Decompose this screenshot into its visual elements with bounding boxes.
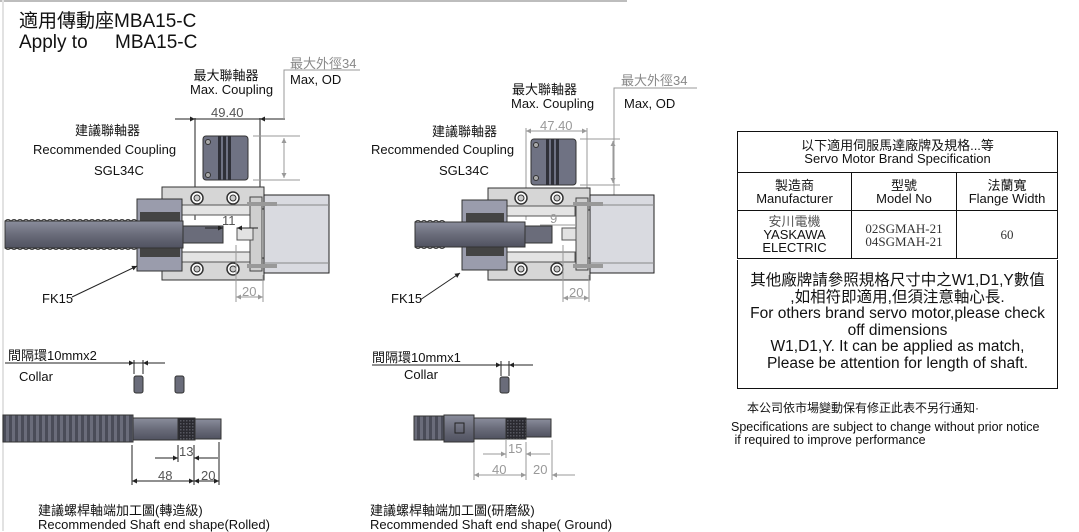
- rolled-thread-dim: 13: [179, 444, 194, 459]
- spec-table-header-row: 以下適用伺服馬達廠牌及規格...等 Servo Motor Brand Spec…: [737, 131, 1058, 173]
- column-header-model: 型號 Model No: [851, 172, 957, 211]
- ground-max-coupling-en: Max. Coupling: [511, 96, 595, 111]
- ground-collar-zh: 間隔環10mmx1: [372, 350, 461, 365]
- note-en-line1: For others brand servo motor,please chec…: [750, 305, 1045, 322]
- column-flange-zh: 法蘭寬: [987, 177, 1027, 193]
- footer-notice-zh: 本公司依市場變動保有修正此表不另行通知·: [747, 401, 979, 415]
- ground-max-coupling-zh: 最大聯軸器: [512, 82, 578, 97]
- ground-recommended-model: SGL34C: [439, 163, 489, 178]
- ground-recommended-en: Recommended Coupling: [371, 142, 515, 157]
- rolled-collar-zh: 間隔環10mmx2: [8, 348, 97, 363]
- ground-shaft-drawing: [372, 361, 575, 480]
- rolled-assembly-drawing: [4, 69, 360, 302]
- ground-length-dim: 40: [492, 462, 507, 477]
- spec-header-zh: 以下適用伺服馬達廠牌及規格...等: [801, 138, 994, 153]
- spec-table-header: 以下適用伺服馬達廠牌及規格...等 Servo Motor Brand Spec…: [737, 131, 1058, 173]
- cell-flange-width: 60: [956, 210, 1058, 259]
- column-model-zh: 型號: [890, 177, 917, 193]
- ground-bearing-label: FK15: [391, 291, 423, 306]
- servo-spec-table: 以下適用伺服馬達廠牌及規格...等 Servo Motor Brand Spec…: [737, 131, 1058, 259]
- note-en-line3: W1,D1,Y. It can be applied as match,: [770, 338, 1025, 355]
- page-title-en-prefix: Apply to: [19, 32, 88, 53]
- rolled-coupling-length-dim: 49.40: [211, 105, 244, 120]
- column-header-flange: 法蘭寬 Flange Width: [956, 172, 1058, 211]
- note-en-line2: off dimensions: [847, 321, 948, 339]
- rolled-recommended-en: Recommended Coupling: [33, 142, 177, 157]
- ground-collar-en: Collar: [404, 367, 438, 382]
- ground-coupling-length-dim: 47.40: [540, 118, 573, 133]
- ground-thread-dim: 15: [508, 441, 523, 456]
- ground-flange-dim: 20: [569, 285, 584, 300]
- column-header-manufacturer: 製造商 Manufacturer: [737, 172, 852, 211]
- ground-caption-en: Recommended Shaft end shape( Ground): [370, 517, 613, 532]
- cell-model: 02SGMAH-21 04SGMAH-21: [851, 210, 957, 259]
- column-model-en: Model No: [876, 190, 932, 206]
- rolled-bearing-label: FK15: [42, 291, 74, 306]
- frame-top-border: [0, 0, 627, 2]
- table-row: 安川電機 YASKAWA ELECTRIC 02SGMAH-21 04SGMAH…: [737, 210, 1058, 259]
- rolled-recommended-zh: 建議聯軸器: [75, 123, 141, 138]
- manufacturer-en-line2: ELECTRIC: [762, 240, 827, 255]
- frame-left-border: [2, 0, 4, 531]
- rolled-max-od-zh: 最大外徑34: [290, 56, 357, 71]
- cell-manufacturer: 安川電機 YASKAWA ELECTRIC: [737, 210, 852, 259]
- spec-table-column-row: 製造商 Manufacturer 型號 Model No 法蘭寬 Flange …: [737, 172, 1058, 211]
- rolled-collar-en: Collar: [19, 369, 53, 384]
- spec-header-en: Servo Motor Brand Specification: [804, 151, 991, 166]
- ground-max-od-en: Max, OD: [624, 96, 676, 111]
- ground-caption-zh: 建議螺桿軸端加工圖(研磨級): [370, 503, 535, 518]
- footer-notice-en-line2: if required to improve performance: [731, 433, 926, 447]
- rolled-caption-en: Recommended Shaft end shape(Rolled): [38, 517, 270, 532]
- footer-notice-en: Specifications are subject to change wit…: [731, 421, 1040, 447]
- rolled-max-coupling-zh: 最大聯軸器: [193, 68, 259, 83]
- rolled-end-dim: 20: [201, 468, 216, 483]
- column-manufacturer-en: Manufacturer: [756, 190, 833, 206]
- rolled-gap-dim: 11: [222, 213, 236, 228]
- ground-end-dim: 20: [533, 462, 548, 477]
- rolled-max-coupling-en: Max. Coupling: [190, 82, 274, 97]
- column-flange-en: Flange Width: [968, 190, 1046, 206]
- ground-gap-dim: 9: [550, 211, 558, 226]
- note-en-line4: Please be attention for length of shaft.: [766, 354, 1029, 372]
- rolled-flange-dim: 20: [242, 284, 257, 299]
- column-manufacturer-zh: 製造商: [774, 177, 814, 193]
- model-1: 02SGMAH-21: [865, 220, 943, 236]
- note-zh-line1: 其他廠牌請參照規格尺寸中之W1,D1,Y數值: [750, 272, 1045, 289]
- manufacturer-en-line1: YASKAWA: [763, 227, 826, 242]
- rolled-recommended-model: SGL34C: [94, 163, 144, 178]
- page-title-zh: 適用傳動座MBA15-C: [19, 11, 197, 32]
- rolled-length-dim: 48: [158, 468, 173, 483]
- rolled-max-od-en: Max, OD: [290, 72, 342, 87]
- ground-recommended-zh: 建議聯軸器: [432, 124, 498, 139]
- footer-notice-en-line1: Specifications are subject to change wit…: [731, 420, 1040, 434]
- ground-assembly-drawing: [414, 87, 697, 302]
- spec-note-box: 其他廠牌請參照規格尺寸中之W1,D1,Y數值 ,如相符即適用,但須注意軸心長. …: [737, 260, 1058, 389]
- page-title-en-model: MBA15-C: [115, 32, 198, 53]
- ground-max-od-zh: 最大外徑34: [621, 73, 688, 88]
- rolled-caption-zh: 建議螺桿軸端加工圖(轉造級): [38, 503, 203, 518]
- manufacturer-zh: 安川電機: [768, 214, 821, 229]
- model-2: 04SGMAH-21: [865, 233, 943, 249]
- note-zh-line2: ,如相符即適用,但須注意軸心長.: [790, 288, 1005, 306]
- rolled-shaft-drawing: [2, 360, 222, 485]
